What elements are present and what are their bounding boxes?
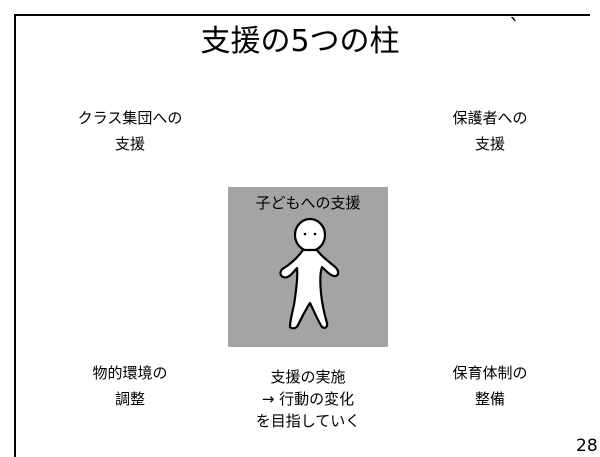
pillar-staffing: 保育体制の 整備 [420, 360, 560, 412]
pillar-staffing-line1: 保育体制の [452, 364, 528, 382]
outcome-text: 支援の実施 → 行動の変化 を目指していく [228, 366, 388, 432]
pillar-guardians-line1: 保護者への [452, 109, 528, 127]
pillar-guardians-line2: 支援 [474, 135, 505, 153]
pillar-guardians: 保護者への 支援 [420, 105, 560, 157]
pillar-child-label: 子どもへの支援 [255, 194, 361, 212]
pillar-class-group: クラス集団への 支援 [60, 105, 200, 157]
pillar-staffing-line2: 整備 [474, 390, 505, 408]
pillar-environment-line2: 調整 [114, 390, 145, 408]
stray-mark: ` [509, 16, 520, 41]
frame-left-line [14, 14, 16, 457]
stick-figure-child-icon [279, 217, 340, 330]
pillar-environment: 物的環境の 調整 [60, 360, 200, 412]
outcome-line1: 支援の実施 [270, 368, 346, 386]
pillar-environment-line1: 物的環境の [92, 364, 168, 382]
pillar-class-group-line2: 支援 [114, 135, 145, 153]
pillar-child-box: 子どもへの支援 [228, 187, 388, 347]
outcome-line3: を目指していく [255, 412, 361, 430]
frame-top-line [14, 14, 590, 16]
pillar-class-group-line1: クラス集団への [77, 109, 183, 127]
outcome-line2: → 行動の変化 [261, 390, 355, 408]
slide-title: 支援の5つの柱 [200, 24, 400, 59]
page-number: 28 [576, 436, 598, 456]
